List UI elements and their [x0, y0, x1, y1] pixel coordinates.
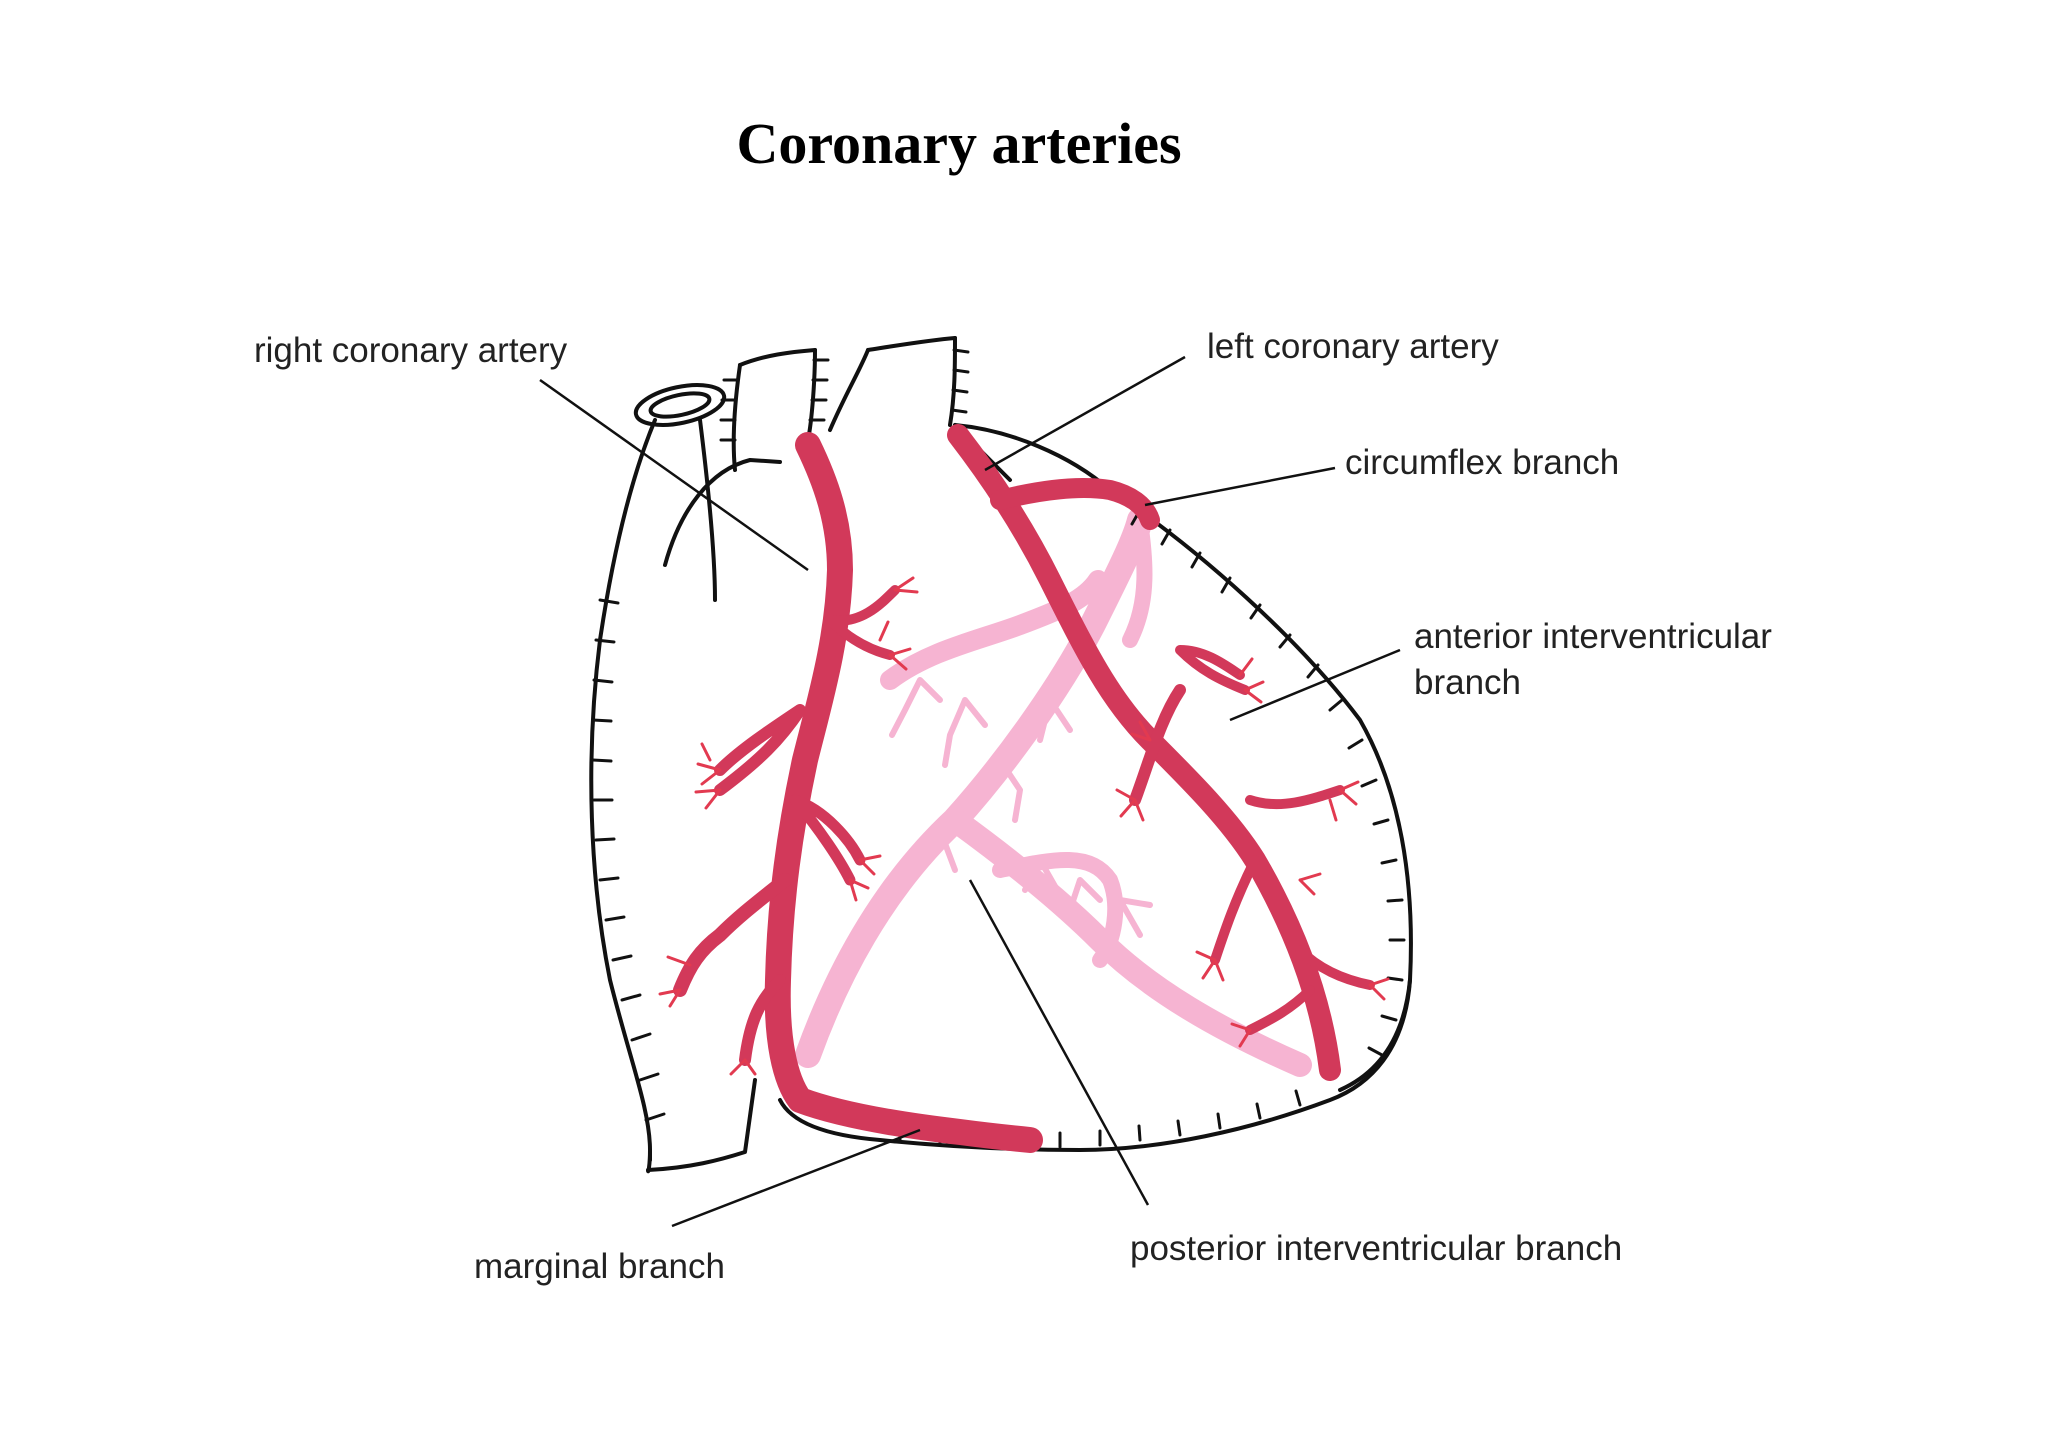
posterior-twig: [1067, 877, 1103, 913]
vena-cava-hatch: [591, 598, 666, 1122]
right-coronary-branch-a: [825, 585, 900, 660]
pulmonary-trunk-right-edge: [806, 348, 817, 442]
label-marginal-branch: marginal branch: [474, 1247, 725, 1286]
leader-circumflex: [1144, 466, 1336, 507]
vena-cava-opening-inner: [648, 391, 712, 419]
right-border-hatch: [1130, 508, 1406, 1057]
leader-left-coronary: [984, 355, 1186, 472]
leader-posterior-interventricular: [968, 879, 1150, 1206]
labels: right coronary artery left coronary arte…: [254, 327, 1772, 1286]
capillary: [658, 955, 757, 1076]
capillary: [848, 854, 882, 902]
posterior-arteries: [795, 507, 1312, 1077]
leader-marginal: [671, 1128, 921, 1228]
anterior-interventricular-branch-e: [1295, 945, 1375, 990]
superior-vena-cava: [589, 418, 717, 1162]
label-anterior-interventricular-line1: anterior interventricular: [1414, 617, 1772, 656]
anterior-interventricular-branch-b: [1129, 684, 1186, 806]
leader-right-coronary: [539, 378, 809, 572]
right-coronary-vessel: [764, 432, 1043, 1153]
capillary: [1230, 977, 1390, 1048]
right-coronary-branch-c: [789, 794, 866, 886]
vena-cava-opening: [633, 383, 727, 427]
capillary: [694, 742, 722, 810]
posterior-twig: [942, 697, 988, 768]
marginal-branch-vessel: [673, 873, 792, 997]
label-right-coronary-artery: right coronary artery: [254, 331, 568, 370]
label-anterior-interventricular-line2: branch: [1414, 663, 1521, 702]
capillary: [1130, 720, 1322, 896]
anterior-interventricular-branch-a: [1175, 645, 1250, 695]
label-circumflex-branch: circumflex branch: [1345, 443, 1619, 482]
capillary: [1115, 788, 1145, 822]
capillary: [878, 576, 919, 671]
anterior-interventricular-branch-f: [1245, 985, 1315, 1035]
right-coronary-branch-b: [714, 704, 806, 796]
posterior-upper-vessel: [880, 570, 1108, 690]
label-left-coronary-artery: left coronary artery: [1207, 327, 1499, 366]
posterior-twig: [922, 827, 958, 873]
capillary: [1238, 657, 1265, 704]
aorta-right-edge: [948, 336, 957, 427]
pulmonary-trunk-top: [738, 348, 817, 367]
anterior-interventricular-branch-c: [1245, 785, 1345, 810]
posterior-top-branch: [1122, 512, 1153, 648]
posterior-twigs: [889, 677, 1153, 938]
anterior-interventricular-branch-d: [1210, 855, 1260, 965]
posterior-twig: [1117, 897, 1153, 938]
posterior-twig: [977, 757, 1023, 823]
label-posterior-interventricular-branch: posterior interventricular branch: [1130, 1229, 1622, 1268]
heart-apex: [1338, 978, 1412, 1092]
circumflex-branch-vessel: [990, 478, 1160, 530]
inferior-vena-cava: [646, 1078, 757, 1174]
posterior-twig: [889, 677, 943, 738]
aorta-hatch: [950, 348, 970, 414]
pulmonary-hatch: [719, 358, 830, 442]
right-coronary-branch-d: [739, 974, 786, 1066]
page-title: Coronary arteries: [736, 111, 1182, 176]
posterior-right-vessel: [943, 808, 1312, 1077]
capillaries: [658, 576, 1390, 1076]
posterior-twig: [1037, 697, 1073, 743]
leader-anterior-interventricular: [1229, 648, 1401, 722]
aorta-left-edge: [828, 348, 870, 432]
leader-lines: [539, 355, 1401, 1228]
capillary: [1195, 950, 1225, 982]
aorta-top: [866, 336, 957, 352]
posterior-twig: [1022, 857, 1063, 898]
capillary: [1328, 780, 1360, 822]
right-atrium: [663, 458, 782, 567]
anterior-arteries: [658, 424, 1390, 1153]
